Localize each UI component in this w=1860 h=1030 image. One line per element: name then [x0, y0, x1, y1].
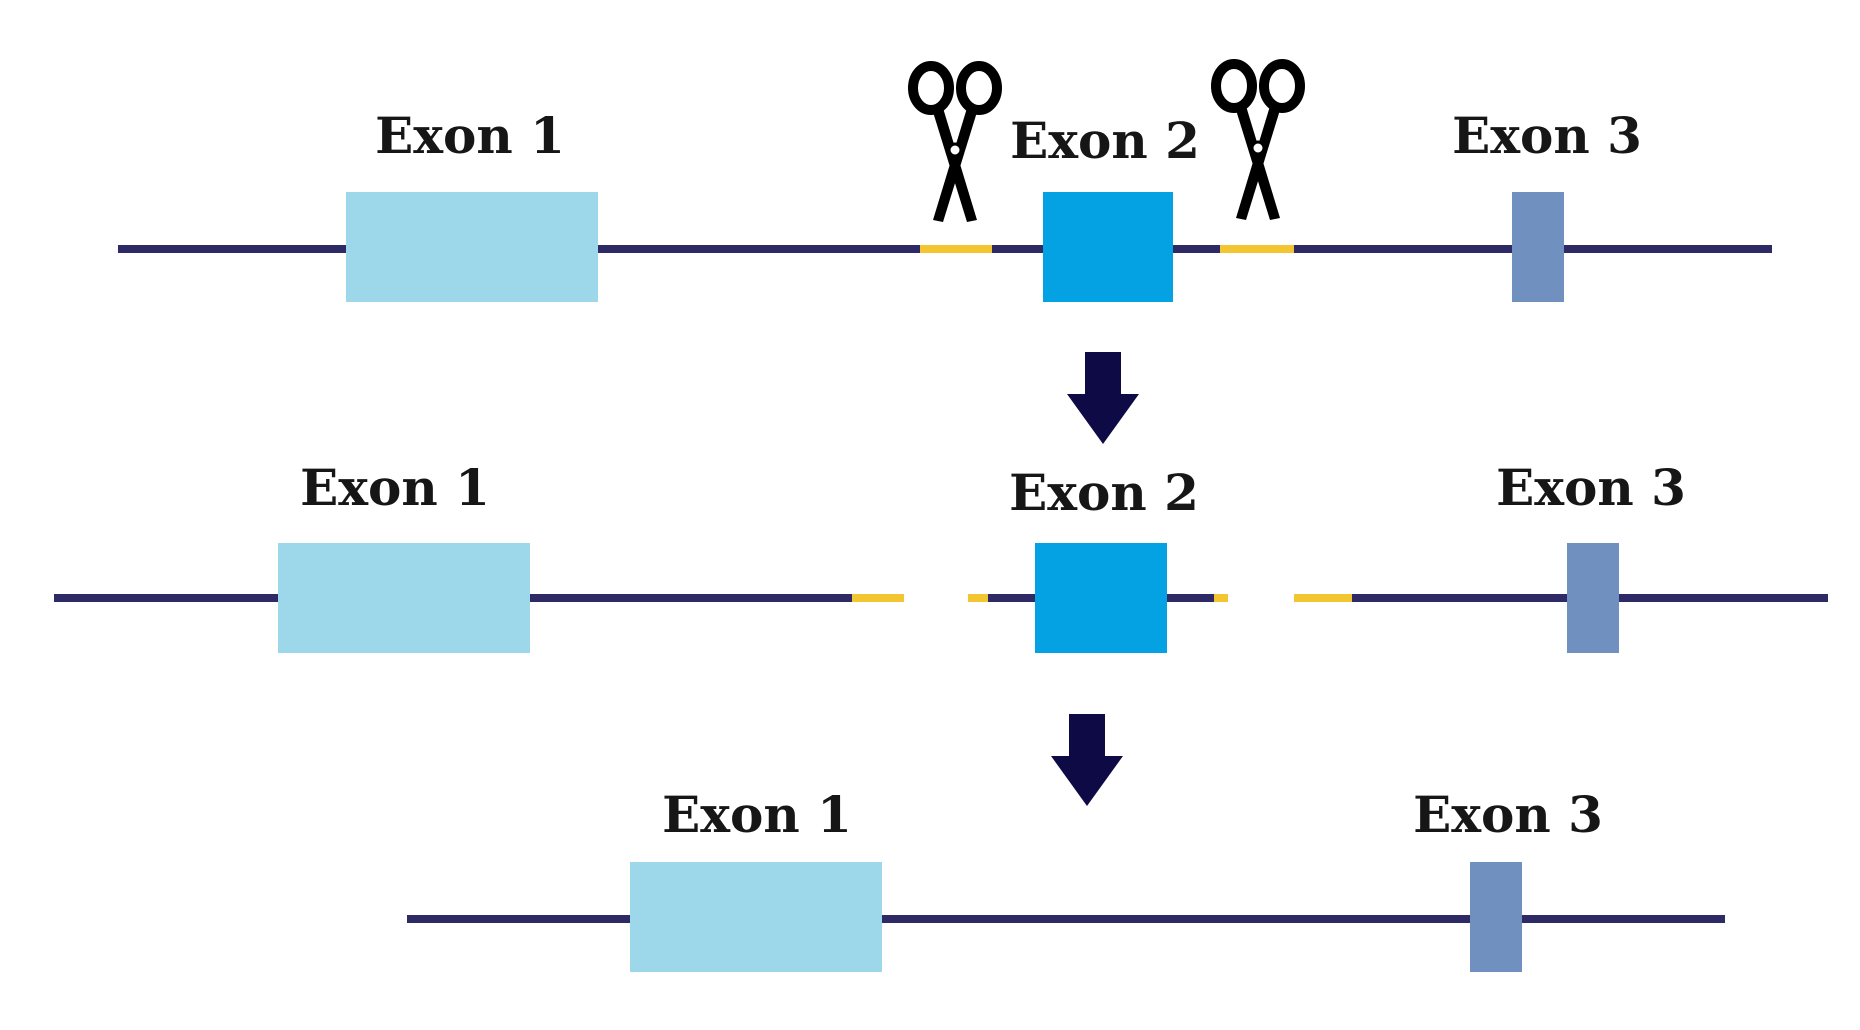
exon-3-label: Exon 3 [1496, 458, 1686, 517]
row-result-gene: Exon 1 Exon 3 [407, 785, 1725, 972]
exon-1-block [630, 862, 882, 972]
exon-3-block [1567, 543, 1619, 653]
scissors-icon [913, 66, 997, 222]
exon-1-label: Exon 1 [662, 785, 852, 844]
scissors-icon [1216, 64, 1300, 220]
exon-1-label: Exon 1 [375, 106, 565, 165]
row-cut-gene: Exon 1 Exon 2 Exon 3 [54, 458, 1828, 653]
exon-1-block [278, 543, 530, 653]
arrow-down-icon [1051, 714, 1123, 806]
exon-3-block [1512, 192, 1564, 302]
exon-2-label: Exon 2 [1009, 463, 1199, 522]
arrow-down-icon [1067, 352, 1139, 444]
exon-2-block [1035, 543, 1167, 653]
row-original-gene: Exon 1 Exon 2 Exon 3 [118, 64, 1772, 302]
exon-2-label: Exon 2 [1010, 111, 1200, 170]
exon-1-label: Exon 1 [300, 458, 490, 517]
exon-3-label: Exon 3 [1413, 785, 1603, 844]
exon-2-block [1043, 192, 1173, 302]
exon-3-label: Exon 3 [1452, 106, 1642, 165]
exon-3-block [1470, 862, 1522, 972]
exon-1-block [346, 192, 598, 302]
